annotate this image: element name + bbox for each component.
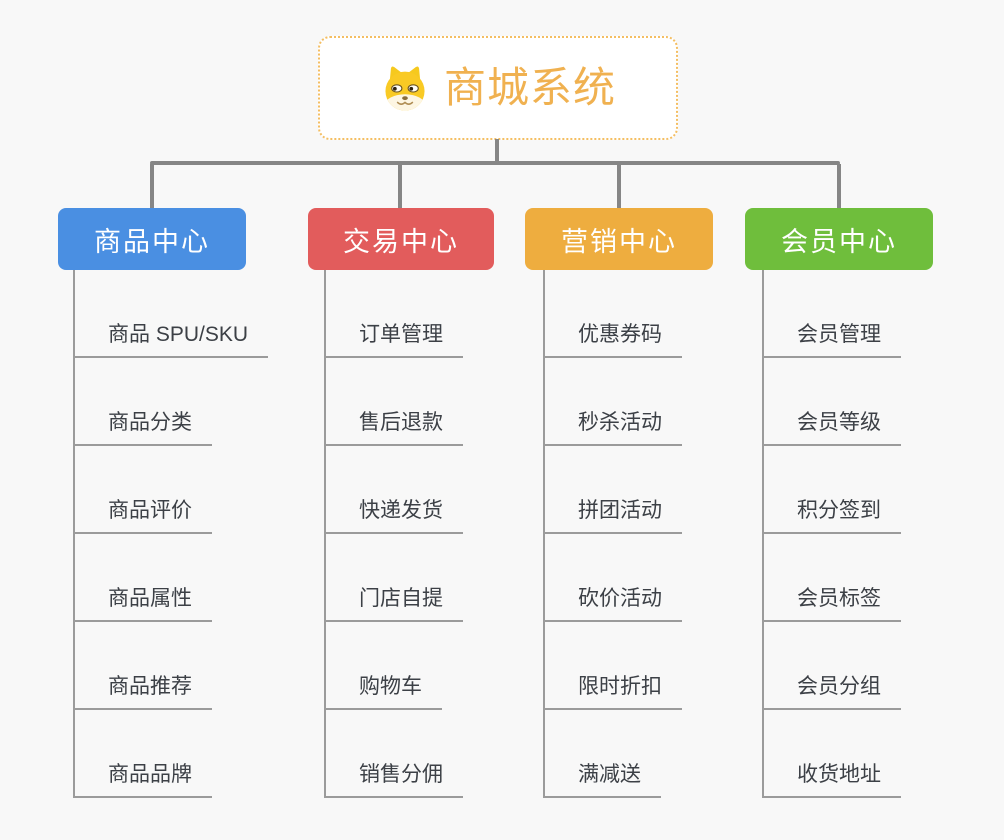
child-item: 砍价活动 [545, 534, 682, 622]
dog-face-icon [380, 63, 430, 113]
child-item: 会员标签 [764, 534, 901, 622]
connector-root-stem [495, 139, 499, 163]
child-node[interactable]: 售后退款 [326, 406, 463, 446]
child-item: 满减送 [545, 710, 682, 798]
branch-children-marketing-center: 优惠券码 秒杀活动 拼团活动 砍价活动 限时折扣 满减送 [543, 270, 682, 798]
child-node[interactable]: 收货地址 [764, 758, 901, 798]
branch-node-product-center[interactable]: 商品中心 [58, 208, 246, 270]
child-item: 快递发货 [326, 446, 463, 534]
child-item: 商品品牌 [75, 710, 268, 798]
branch-node-marketing-center[interactable]: 营销中心 [525, 208, 713, 270]
connector-drop-product-center [150, 164, 154, 209]
child-node[interactable]: 秒杀活动 [545, 406, 682, 446]
child-item: 购物车 [326, 622, 463, 710]
child-node[interactable]: 商品 SPU/SKU [75, 318, 269, 358]
child-node[interactable]: 销售分佣 [326, 758, 463, 798]
child-node[interactable]: 门店自提 [326, 582, 463, 622]
child-item: 商品 SPU/SKU [75, 270, 269, 358]
child-item: 门店自提 [326, 534, 463, 622]
child-item: 商品属性 [75, 534, 268, 622]
branch-node-member-center[interactable]: 会员中心 [745, 208, 933, 270]
connector-drop-member-center [837, 164, 841, 209]
branch-children-member-center: 会员管理 会员等级 积分签到 会员标签 会员分组 收货地址 [762, 270, 901, 798]
child-item: 秒杀活动 [545, 358, 682, 446]
child-item: 商品推荐 [75, 622, 268, 710]
child-node[interactable]: 会员等级 [764, 406, 901, 446]
child-item: 拼团活动 [545, 446, 682, 534]
child-item: 积分签到 [764, 446, 901, 534]
child-node[interactable]: 购物车 [326, 670, 442, 710]
child-node[interactable]: 商品推荐 [75, 670, 212, 710]
branch-node-trade-center[interactable]: 交易中心 [308, 208, 494, 270]
branch-children-product-center: 商品 SPU/SKU 商品分类 商品评价 商品属性 商品推荐 商品品牌 [73, 270, 269, 798]
child-item: 售后退款 [326, 358, 463, 446]
child-node[interactable]: 积分签到 [764, 494, 901, 534]
child-node[interactable]: 订单管理 [326, 318, 463, 358]
child-node[interactable]: 商品属性 [75, 582, 212, 622]
child-item: 会员管理 [764, 270, 901, 358]
root-node[interactable]: 商城系统 [318, 36, 678, 140]
child-node[interactable]: 商品分类 [75, 406, 212, 446]
connector-drop-trade-center [398, 164, 402, 209]
connector-drop-marketing-center [617, 164, 621, 209]
child-node[interactable]: 限时折扣 [545, 670, 682, 710]
child-item: 限时折扣 [545, 622, 682, 710]
child-node[interactable]: 砍价活动 [545, 582, 682, 622]
child-item: 优惠券码 [545, 270, 682, 358]
child-item: 订单管理 [326, 270, 463, 358]
branch-children-trade-center: 订单管理 售后退款 快递发货 门店自提 购物车 销售分佣 [324, 270, 463, 798]
child-node[interactable]: 商品品牌 [75, 758, 212, 798]
child-node[interactable]: 拼团活动 [545, 494, 682, 534]
child-item: 销售分佣 [326, 710, 463, 798]
child-node[interactable]: 快递发货 [326, 494, 463, 534]
child-node[interactable]: 满减送 [545, 758, 661, 798]
child-item: 收货地址 [764, 710, 901, 798]
child-node[interactable]: 优惠券码 [545, 318, 682, 358]
child-node[interactable]: 会员分组 [764, 670, 901, 710]
child-node[interactable]: 会员标签 [764, 582, 901, 622]
child-item: 会员分组 [764, 622, 901, 710]
child-item: 商品分类 [75, 358, 268, 446]
connector-horizontal-rail [150, 161, 840, 165]
child-node[interactable]: 会员管理 [764, 318, 901, 358]
root-title: 商城系统 [443, 64, 616, 111]
child-node[interactable]: 商品评价 [75, 494, 212, 534]
child-item: 会员等级 [764, 358, 901, 446]
child-item: 商品评价 [75, 446, 268, 534]
